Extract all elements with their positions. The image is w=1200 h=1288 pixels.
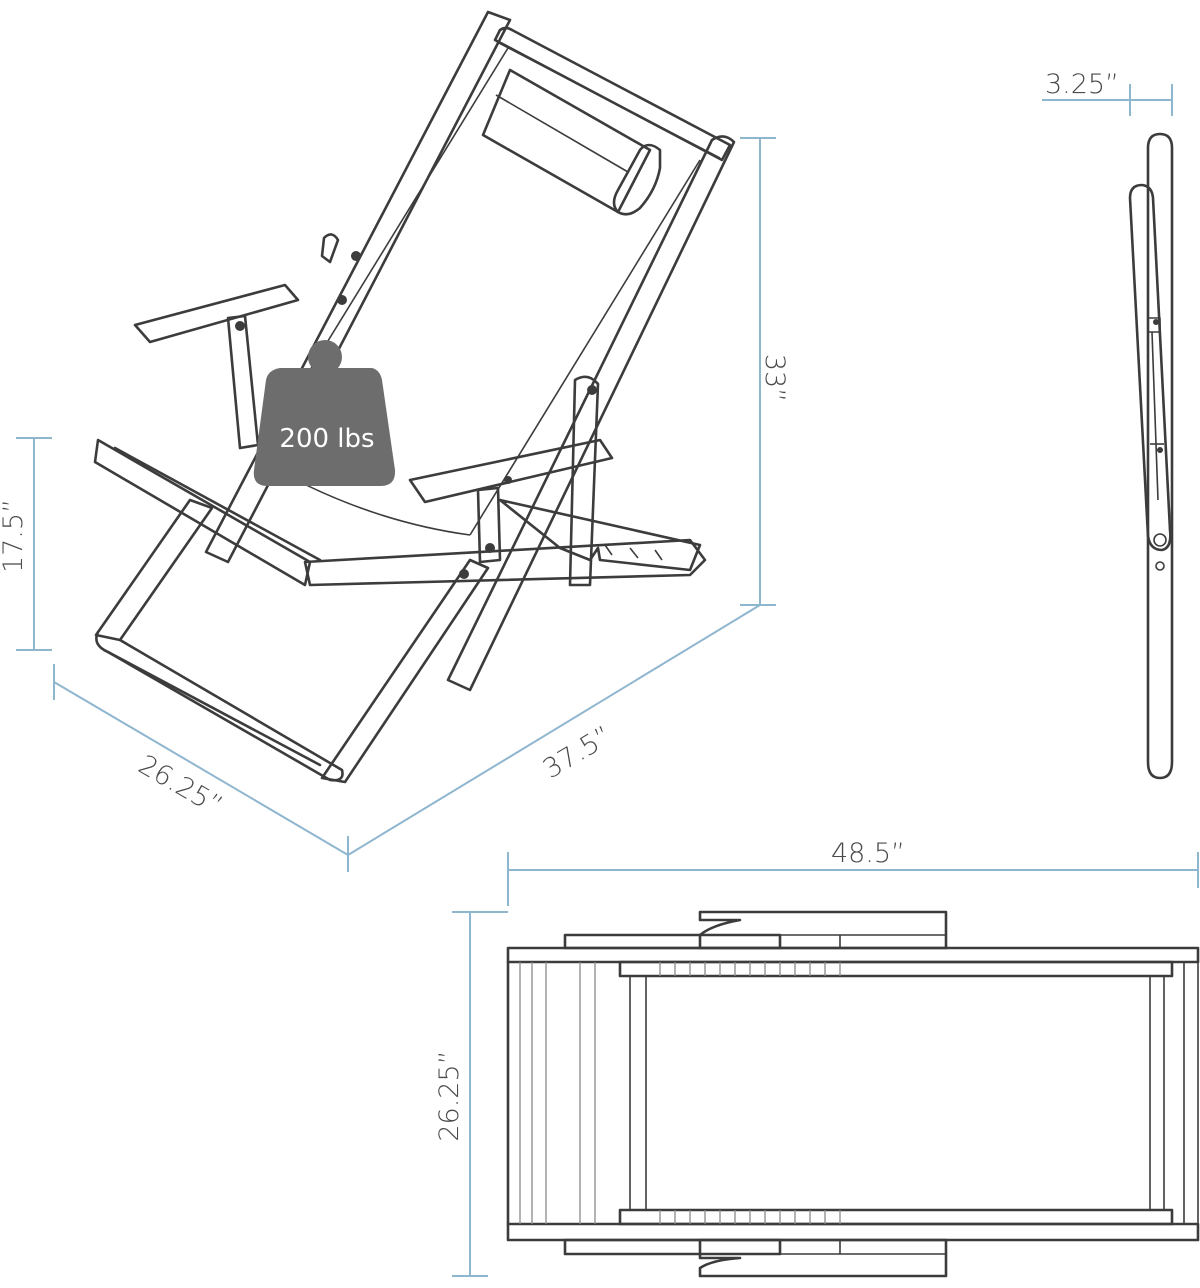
dimension-side-depth: 37.5” [347, 604, 761, 856]
weight-label: 200 lbs [279, 424, 374, 454]
dimension-folded-thickness: 3.25” [1042, 69, 1173, 116]
weight-icon: 200 lbs [253, 340, 396, 486]
flat-width-label: 26.25” [434, 1050, 465, 1141]
chair-perspective-view [93, 10, 736, 784]
dimension-overall-height: 33” [740, 137, 790, 606]
front-legs [94, 498, 490, 784]
dimension-seat-height: 17.5” [0, 437, 52, 651]
back-right-post [446, 135, 736, 692]
chair-folded-view [1128, 132, 1174, 780]
chair-flat-view [506, 910, 1200, 1278]
front-depth-label: 26.25” [133, 749, 228, 821]
overall-height-label: 33” [759, 354, 790, 402]
dimension-flat-width: 26.25” [434, 911, 508, 1277]
dimension-flat-length: 48.5” [507, 838, 1199, 906]
folded-thickness-label: 3.25” [1045, 69, 1119, 100]
rear-notched-support [498, 498, 702, 572]
side-depth-label: 37.5” [538, 720, 617, 785]
seat-front-rail [93, 438, 707, 587]
top-crossbar [493, 26, 732, 162]
flat-length-label: 48.5” [831, 838, 905, 869]
seat-height-label: 17.5” [0, 499, 29, 573]
dimension-front-depth: 26.25” [53, 664, 349, 872]
right-armrest [408, 375, 614, 587]
headrest-pillow [481, 68, 662, 216]
